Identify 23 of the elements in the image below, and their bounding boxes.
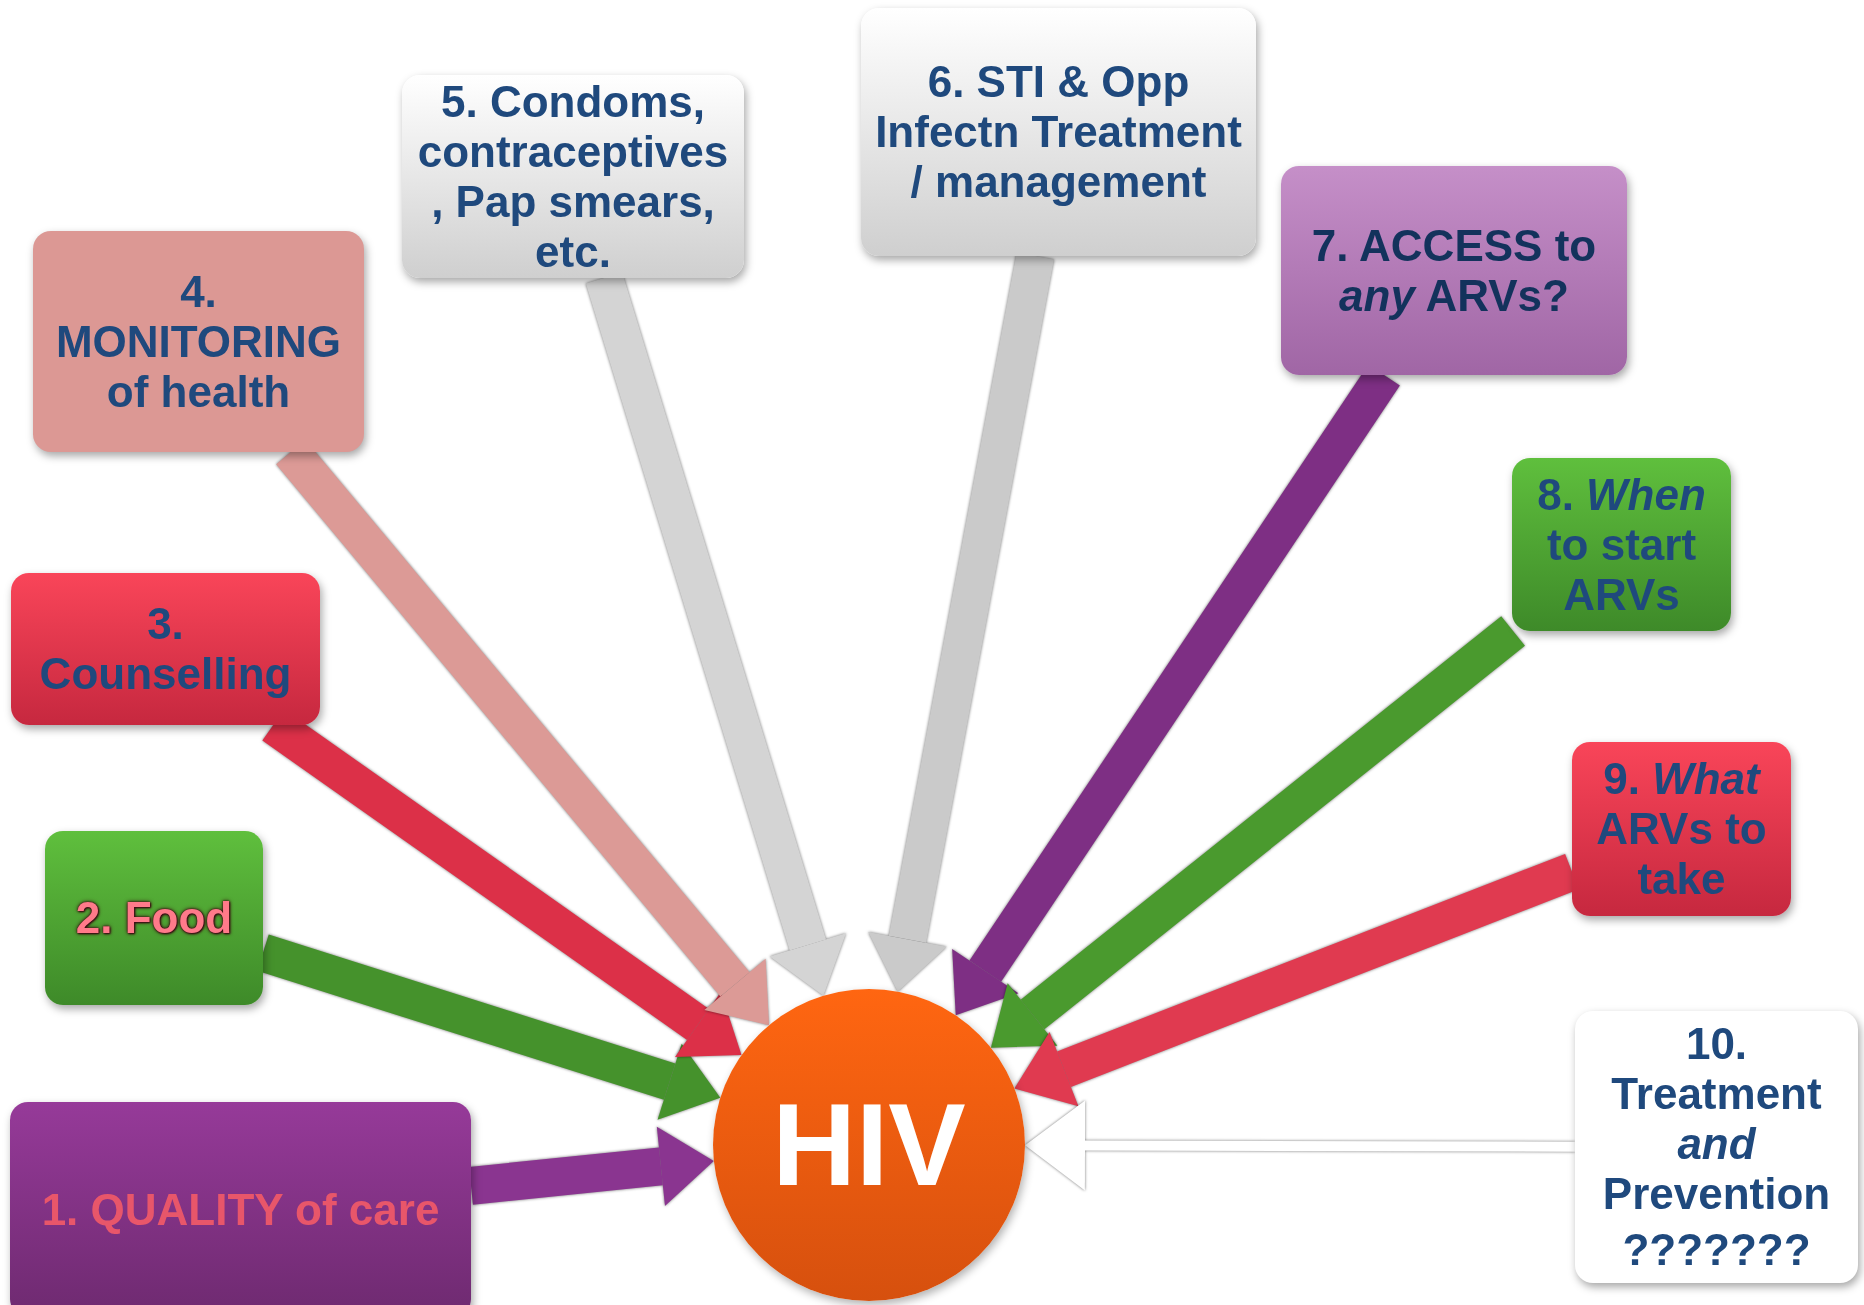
topic-text: 6. STI & Opp Infectn Treatment / management xyxy=(875,57,1242,207)
topic-text: 5. Condoms, contraceptives, Pap smears, etc. xyxy=(416,76,730,277)
topic-text: 7. ACCESS to any ARVs? xyxy=(1310,220,1598,321)
topic-card xyxy=(1572,742,1791,916)
topic-card xyxy=(1512,458,1731,631)
topic-card xyxy=(33,231,364,452)
block-arrow xyxy=(990,616,1525,1048)
topic-text: 8. When to start ARVs xyxy=(1536,469,1707,620)
topic-card xyxy=(861,8,1256,256)
topic-text: 2. Food xyxy=(75,893,233,943)
topic-text: 9. What ARVs to take xyxy=(1595,754,1768,904)
topic-text: ??????? xyxy=(1622,1225,1811,1275)
block-arrow xyxy=(469,1126,714,1207)
topic-card xyxy=(1281,166,1627,375)
topic-text: 1. QUALITY of care xyxy=(41,1184,440,1235)
topic-card xyxy=(1575,1011,1858,1283)
topic-card xyxy=(11,573,320,725)
topic-card xyxy=(45,831,263,1005)
center-label: HIV xyxy=(772,1087,966,1203)
topic-text: 4. MONITORING of health xyxy=(54,266,343,417)
topic-text: 3. Counselling xyxy=(38,599,293,699)
topic-card xyxy=(10,1102,471,1305)
topic-text: 10. Treatment and Prevention xyxy=(1601,1019,1832,1219)
